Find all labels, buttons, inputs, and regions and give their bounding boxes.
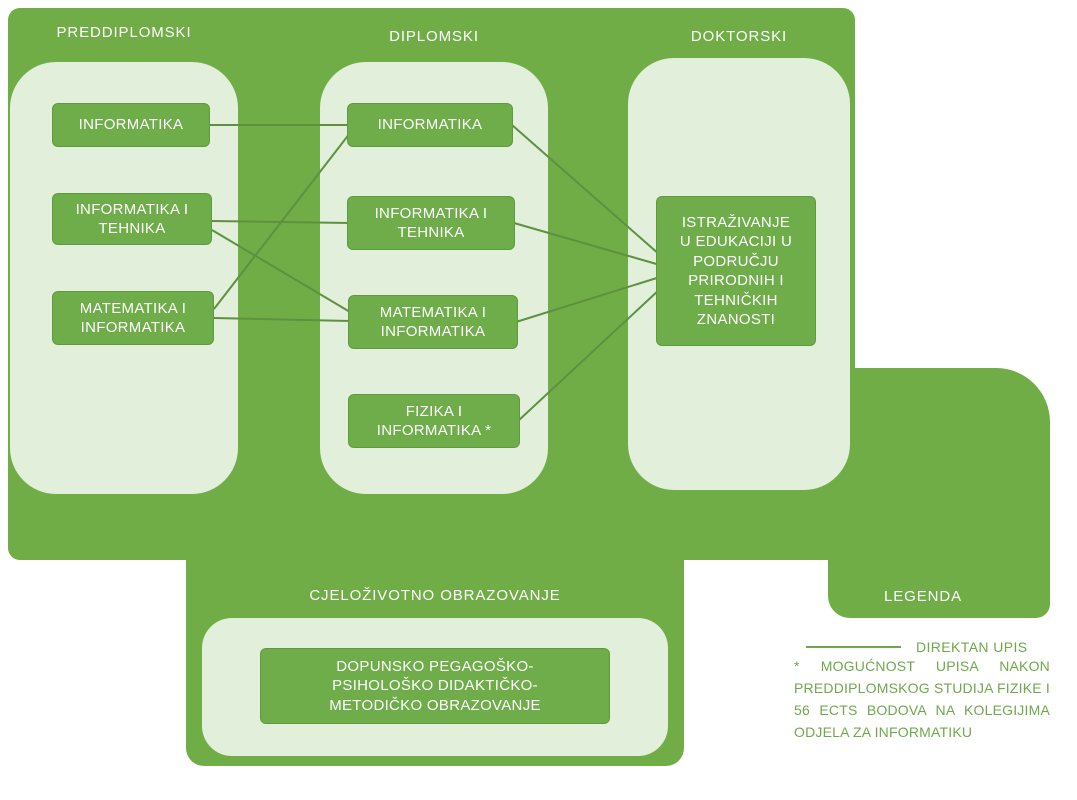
column-title-preddiplomski: PREDDIPLOMSKI bbox=[56, 24, 192, 41]
background-legend-green bbox=[828, 368, 1050, 618]
program-box-dip-fizika-i-informatika: FIZIKA I INFORMATIKA * bbox=[348, 394, 520, 448]
section-title-lifelong: CJELOŽIVOTNO OBRAZOVANJE bbox=[309, 587, 561, 604]
legend-direct-enrollment-line bbox=[806, 646, 901, 648]
column-title-doktorski: DOKTORSKI bbox=[690, 28, 788, 45]
program-box-pre-matematika-i-informatika: MATEMATIKA I INFORMATIKA bbox=[52, 291, 214, 345]
legend-asterisk-note: * MOGUĆNOST UPISA NAKON PREDDIPLOMSKOG S… bbox=[794, 658, 1050, 740]
program-box-pre-informatika: INFORMATIKA bbox=[52, 103, 210, 147]
program-box-dip-informatika: INFORMATIKA bbox=[347, 103, 513, 147]
column-title-diplomski: DIPLOMSKI bbox=[389, 28, 479, 45]
program-box-dok-istrazivanje: ISTRAŽIVANJE U EDUKACIJI U PODRUČJU PRIR… bbox=[656, 196, 816, 346]
program-box-pre-informatika-i-tehnika: INFORMATIKA I TEHNIKA bbox=[52, 193, 212, 245]
legend-title: LEGENDA bbox=[884, 588, 962, 605]
program-box-lifelong: DOPUNSKO PEGAGOŠKO-PSIHOLOŠKO DIDAKTIČKO… bbox=[260, 648, 610, 724]
program-box-dip-informatika-i-tehnika: INFORMATIKA I TEHNIKA bbox=[347, 196, 515, 250]
legend-direct-enrollment-label: DIREKTAN UPIS bbox=[916, 639, 1028, 655]
program-box-dip-matematika-i-informatika: MATEMATIKA I INFORMATIKA bbox=[348, 295, 518, 349]
